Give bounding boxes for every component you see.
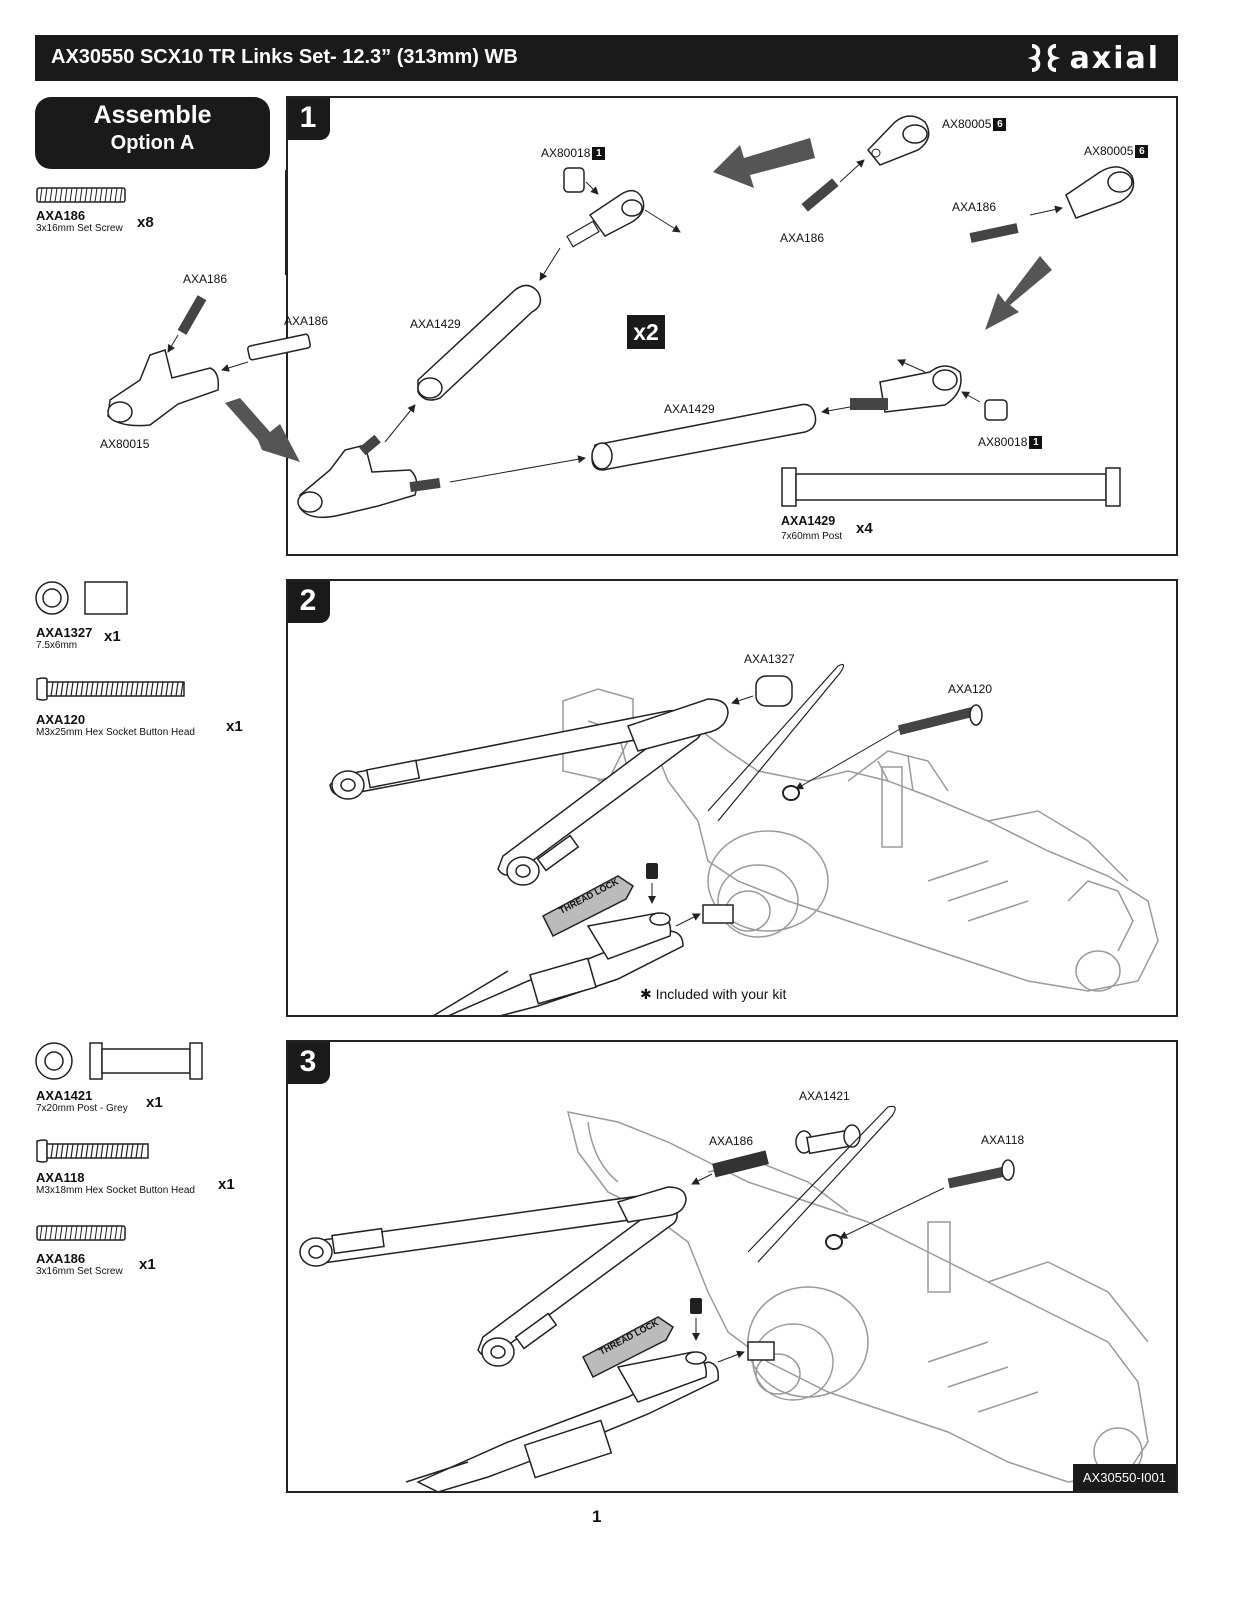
label-axa1327: AXA1327 (744, 652, 795, 666)
assemble-heading: Assemble (93, 101, 212, 129)
part-axa186: AXA186 3x16mm Set Screw (36, 208, 123, 234)
diagram-id: AX30550-I001 (1072, 1464, 1176, 1491)
set-screw-icon (36, 1225, 126, 1241)
assemble-option: Option A (110, 132, 195, 154)
set-screw-icon (36, 187, 126, 203)
label-axa1429: AXA1429 (410, 317, 461, 331)
included-note: ✱ Included with your kit (640, 986, 787, 1002)
brand-name: axial (1069, 40, 1160, 76)
part-axa186: AXA186 3x16mm Set Screw (36, 1251, 123, 1277)
button-head-screw-short-icon (36, 1139, 149, 1163)
washer-icon (35, 581, 128, 615)
step-3-panel: 3 (286, 1040, 1178, 1493)
part-qty: x1 (146, 1094, 163, 1111)
label-axa1429: AXA1429 (664, 402, 715, 416)
document-title: AX30550 SCX10 TR Links Set- 12.3” (313mm… (51, 46, 518, 68)
part-qty: x1 (226, 718, 243, 735)
part-qty: x1 (139, 1256, 156, 1273)
post-code: AXA1429 (781, 514, 836, 528)
multiplier-badge: x2 (627, 315, 665, 349)
label-axa120: AXA120 (948, 682, 993, 696)
assemble-badge: Assemble Option A (35, 97, 270, 169)
step-2-panel: 2 (286, 579, 1178, 1017)
label-axa186: AXA186 (952, 200, 997, 214)
page-number: 1 (592, 1507, 602, 1526)
label-axa118: AXA118 (981, 1133, 1025, 1147)
step-1-diagram (107, 115, 1135, 519)
label-axa186: AXA186 (709, 1134, 754, 1148)
part-axa1327: AXA1327 7.5x6mm (36, 625, 93, 651)
post-icon (35, 1042, 203, 1080)
part-axa120: AXA120 M3x25mm Hex Socket Button Head (36, 712, 195, 738)
label-axa1421: AXA1421 (799, 1089, 850, 1103)
step-number: 3 (288, 1042, 330, 1084)
step-2-diagram: THREAD LOCK (329, 663, 1159, 1015)
asterisk-icon: ✱ (640, 986, 656, 1002)
part-qty: x8 (137, 214, 154, 231)
axial-logo-icon (1027, 44, 1060, 72)
step-number: 2 (288, 581, 330, 623)
button-head-screw-icon (36, 677, 185, 701)
label-ax80015: AX80015 (100, 437, 150, 451)
label-axa186: AXA186 (183, 272, 228, 286)
header-bar: AX30550 SCX10 TR Links Set- 12.3” (313mm… (35, 35, 1178, 81)
part-axa1421: AXA1421 7x20mm Post - Grey (36, 1088, 128, 1114)
part-axa118: AXA118 M3x18mm Hex Socket Button Head (36, 1170, 195, 1196)
label-axa186: AXA186 (780, 231, 825, 245)
post-qty: x4 (856, 520, 873, 537)
post-desc: 7x60mm Post (781, 531, 843, 542)
label-axa186: AXA186 (284, 314, 329, 328)
part-qty: x1 (218, 1176, 235, 1193)
part-qty: x1 (104, 628, 121, 645)
step-number: 1 (288, 98, 330, 140)
step-3-diagram: THREAD LOCK (299, 1105, 1149, 1491)
brand-logo: axial (1026, 40, 1160, 76)
